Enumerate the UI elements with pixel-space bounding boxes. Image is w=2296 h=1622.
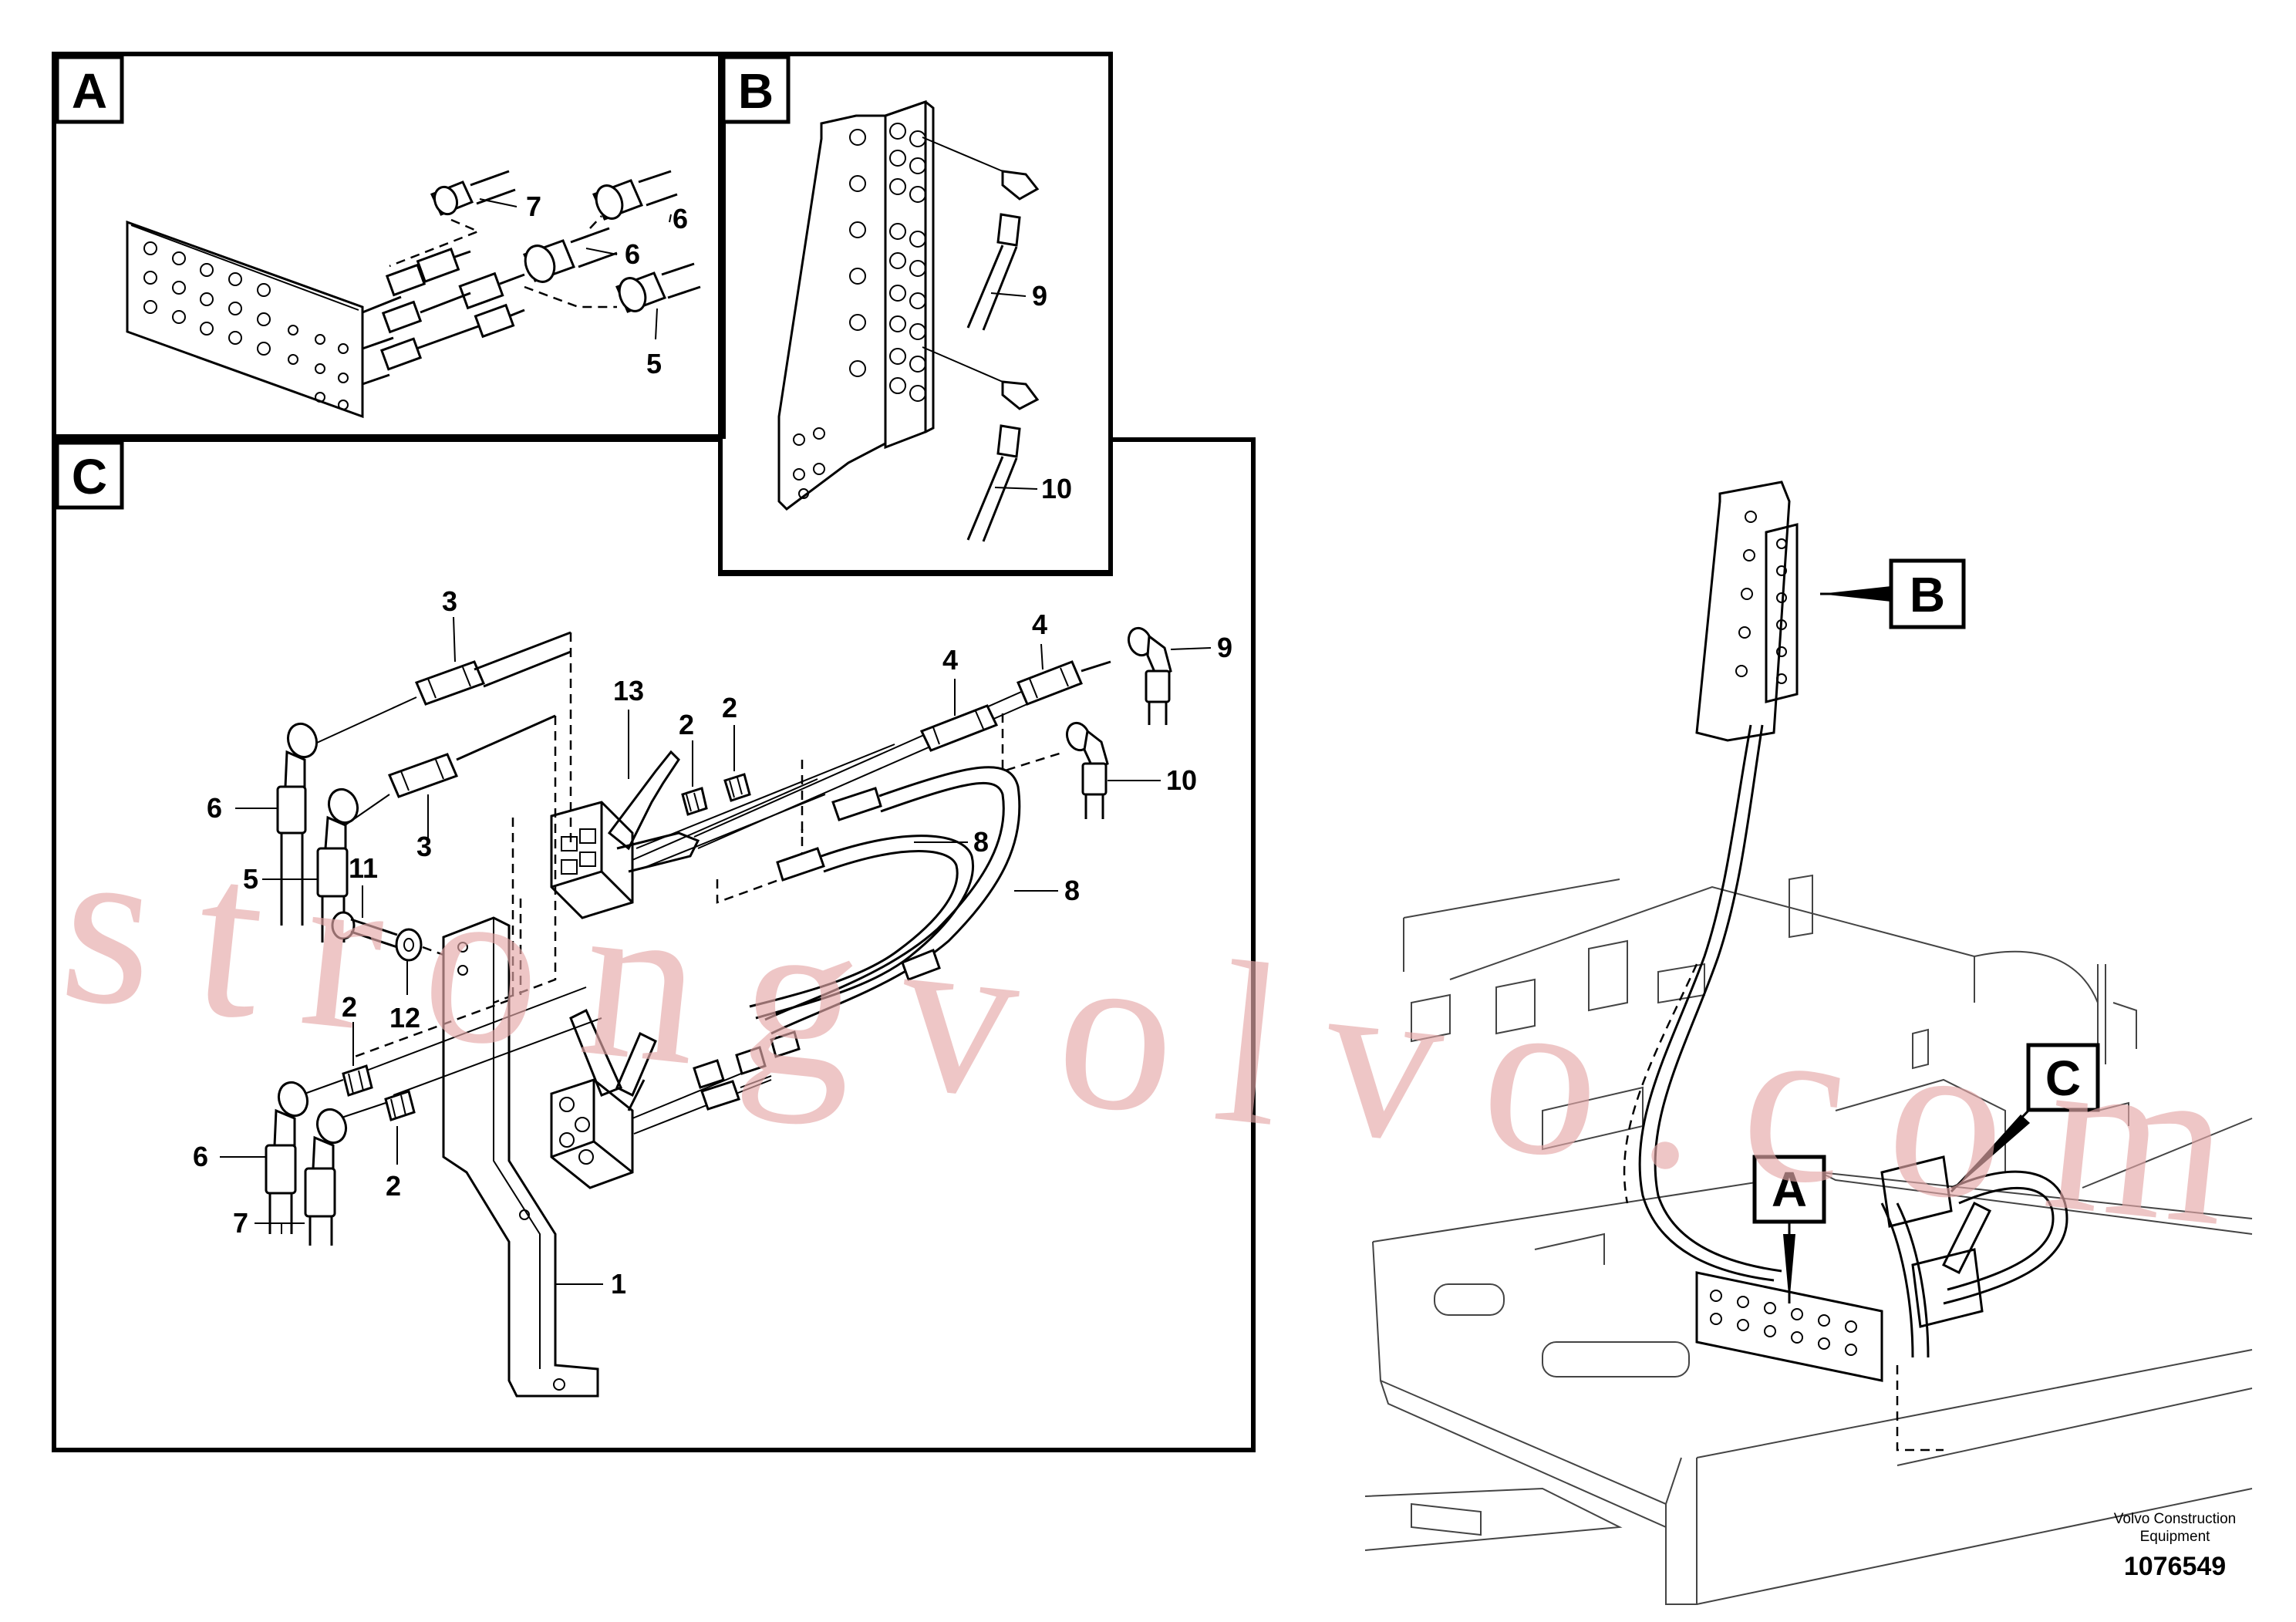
callout-c-6-upper: 6 — [207, 792, 222, 824]
elbow-part-7-lower — [304, 1108, 348, 1246]
hose-part-8-inner — [749, 835, 974, 1020]
fitting-part-2-lower-a — [342, 1064, 373, 1097]
callout-c-2-lower-b: 2 — [386, 1170, 401, 1202]
callout-c-10: 10 — [1166, 764, 1197, 796]
footer-company-line2: Equipment — [2140, 1529, 2211, 1545]
assembly-manifold-b — [1695, 481, 1799, 742]
callout-c-7: 7 — [233, 1207, 248, 1239]
fitting-part-6-top — [592, 170, 678, 221]
fitting-part-6-mid — [523, 215, 618, 283]
panel-c-label-box — [55, 440, 124, 510]
callout-a-7: 7 — [526, 191, 541, 222]
panel-c-frame — [52, 437, 1256, 1452]
fitting-part-4-mid — [919, 704, 999, 752]
panel-a-label-box — [55, 55, 124, 124]
fittings-row — [362, 248, 525, 386]
svg-text:strongvolvo.com: strongvolvo.com — [52, 792, 2241, 1275]
panel-c-label: C — [72, 449, 107, 504]
manifold-bracket — [777, 114, 887, 511]
hose-part-10 — [922, 346, 1040, 542]
callout-c-2-upper-right: 2 — [722, 692, 737, 723]
callout-c-2-upper-left: 2 — [679, 709, 694, 740]
callout-b-10: 10 — [1041, 473, 1072, 504]
callout-c-13: 13 — [613, 675, 644, 706]
assembly-valve-c — [1880, 1155, 1992, 1328]
assembly-hoses — [1623, 724, 2068, 1452]
elbow-part-6-upper — [276, 722, 319, 926]
assembly-view: B A C Volvo Construction Equipment 10765… — [1364, 481, 2253, 1605]
callout-c-6-lower: 6 — [193, 1141, 208, 1172]
elbow-part-9 — [1127, 626, 1172, 725]
callout-a-6-top: 6 — [673, 203, 688, 234]
panel-a-frame — [52, 52, 726, 439]
assembly-label-a: A — [1752, 1155, 1826, 1303]
callout-c-4-right: 4 — [1032, 609, 1047, 640]
valve-upper-part-13 — [550, 750, 700, 919]
callout-c-1: 1 — [611, 1268, 626, 1300]
detail-panel-a: A — [52, 52, 726, 439]
fitting-part-2-upper-left — [681, 787, 708, 816]
mounting-plate — [126, 220, 364, 419]
hose-part-9 — [922, 137, 1040, 331]
elbow-part-10 — [1001, 713, 1109, 819]
panel-b-label: B — [738, 63, 774, 119]
fitting-part-2-upper-right — [723, 773, 751, 802]
detail-panel-c: C 1 13 — [52, 437, 1256, 1452]
bolt-part-11 — [331, 911, 398, 949]
callout-c-8-inner: 8 — [973, 826, 989, 858]
callout-a-5: 5 — [646, 348, 662, 379]
assembly-label-c: C — [1950, 1043, 2100, 1193]
washer-part-12 — [395, 928, 444, 962]
svg-text:C: C — [2045, 1050, 2081, 1106]
elbow-part-6-lower — [265, 1081, 309, 1234]
callout-c-5: 5 — [243, 863, 258, 895]
hose-part-8-outer — [764, 766, 1021, 1035]
drawing-footer: Volvo Construction Equipment 1076549 — [2114, 1511, 2236, 1581]
fitting-part-2-lower-b — [384, 1090, 416, 1121]
callout-c-2-lower-a: 2 — [342, 991, 357, 1023]
fitting-part-3-top — [308, 631, 572, 848]
callout-c-3-top: 3 — [442, 585, 457, 617]
manifold-block — [849, 99, 935, 450]
callout-c-9: 9 — [1217, 632, 1232, 663]
callout-b-9: 9 — [1032, 280, 1047, 312]
callout-c-4-mid: 4 — [942, 644, 958, 676]
svg-text:B: B — [1910, 567, 1945, 622]
fitting-part-4-right — [1017, 660, 1111, 706]
bracket-part-1 — [442, 916, 599, 1398]
callout-a-6-mid: 6 — [625, 238, 640, 270]
panel-a-label: A — [72, 63, 107, 119]
panel-b-label-box — [721, 55, 791, 124]
watermark: strongvolvo.com — [52, 792, 2241, 1275]
callout-c-11: 11 — [349, 852, 378, 884]
detail-panel-b: B — [718, 52, 1113, 576]
assembly-manifold-a — [1695, 1271, 1883, 1382]
fitting-part-5 — [524, 262, 701, 313]
assembly-label-b: B — [1820, 558, 1966, 629]
callout-c-3-mid: 3 — [416, 831, 432, 862]
callout-c-8-outer: 8 — [1064, 875, 1080, 906]
svg-text:A: A — [1772, 1162, 1807, 1217]
callout-c-12: 12 — [389, 1002, 420, 1034]
fitting-part-7 — [389, 170, 516, 268]
fitting-part-3-mid — [339, 714, 557, 1004]
footer-drawing-number: 1076549 — [2124, 1552, 2226, 1581]
valve-lower — [550, 1008, 657, 1189]
elbow-part-5-upper — [316, 787, 359, 943]
footer-company-line1: Volvo Construction — [2114, 1511, 2236, 1527]
